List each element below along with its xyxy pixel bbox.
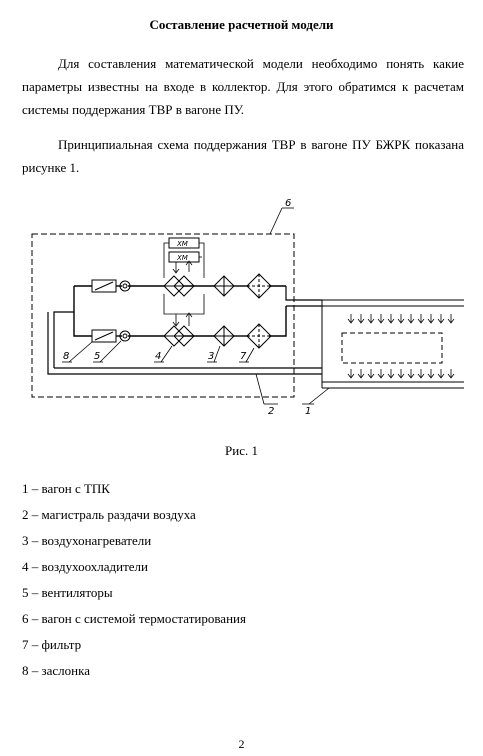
air-main-duct bbox=[47, 286, 322, 375]
paragraph-figure-ref: Принципиальная схема поддержания ТВР в в… bbox=[22, 137, 464, 175]
heater-upper bbox=[213, 275, 235, 297]
schematic-diagram: 8 5 4 3 7 2 1 6 ХМ ХМ bbox=[31, 198, 464, 417]
legend-item: 8 – заслонка bbox=[22, 663, 91, 678]
legend-item: 7 – фильтр bbox=[22, 637, 82, 652]
legend-item: 1 – вагон с ТПК bbox=[22, 481, 110, 496]
cooler-lower bbox=[163, 325, 195, 347]
cooler-upper bbox=[163, 275, 195, 297]
fan-upper bbox=[119, 280, 131, 292]
filter-upper bbox=[246, 273, 272, 299]
callout-7: 7 bbox=[240, 351, 247, 362]
callout-5: 5 bbox=[94, 351, 100, 362]
legend-item: 5 – вентиляторы bbox=[22, 585, 113, 600]
callout-4: 4 bbox=[155, 351, 161, 362]
callout-3: 3 bbox=[208, 351, 214, 362]
figure-legend: 1 – вагон с ТПК 2 – магистраль раздачи в… bbox=[22, 476, 246, 684]
legend-item: 2 – магистраль раздачи воздуха bbox=[22, 507, 196, 522]
damper-lower bbox=[91, 329, 117, 343]
legend-item: 3 – воздухонагреватели bbox=[22, 533, 152, 548]
callout-6: 6 bbox=[285, 198, 291, 209]
legend-item: 4 – воздухоохладители bbox=[22, 559, 148, 574]
callout-8: 8 bbox=[63, 351, 69, 362]
fan-lower bbox=[119, 330, 131, 342]
filter-lower bbox=[246, 323, 272, 349]
damper-upper bbox=[91, 279, 117, 293]
callout-1: 1 bbox=[305, 406, 311, 417]
heater-lower bbox=[213, 325, 235, 347]
callout-2: 2 bbox=[268, 406, 274, 417]
wagon-1-tpk bbox=[321, 299, 464, 389]
figure-caption: Рис. 1 bbox=[225, 443, 258, 458]
paragraph-intro: Для составления математической модели не… bbox=[22, 56, 464, 117]
section-title: Составление расчетной модели bbox=[149, 17, 334, 32]
page-number: 2 bbox=[238, 737, 245, 751]
box-label-xm-2: ХМ bbox=[176, 254, 188, 262]
air-arrows-top bbox=[347, 314, 455, 324]
lower-line bbox=[73, 306, 287, 337]
legend-item: 6 – вагон с системой термостатирования bbox=[22, 611, 246, 626]
box-label-xm-1: ХМ bbox=[176, 240, 188, 248]
wagon-6-boundary bbox=[31, 233, 295, 398]
air-arrows-bottom bbox=[347, 369, 455, 379]
